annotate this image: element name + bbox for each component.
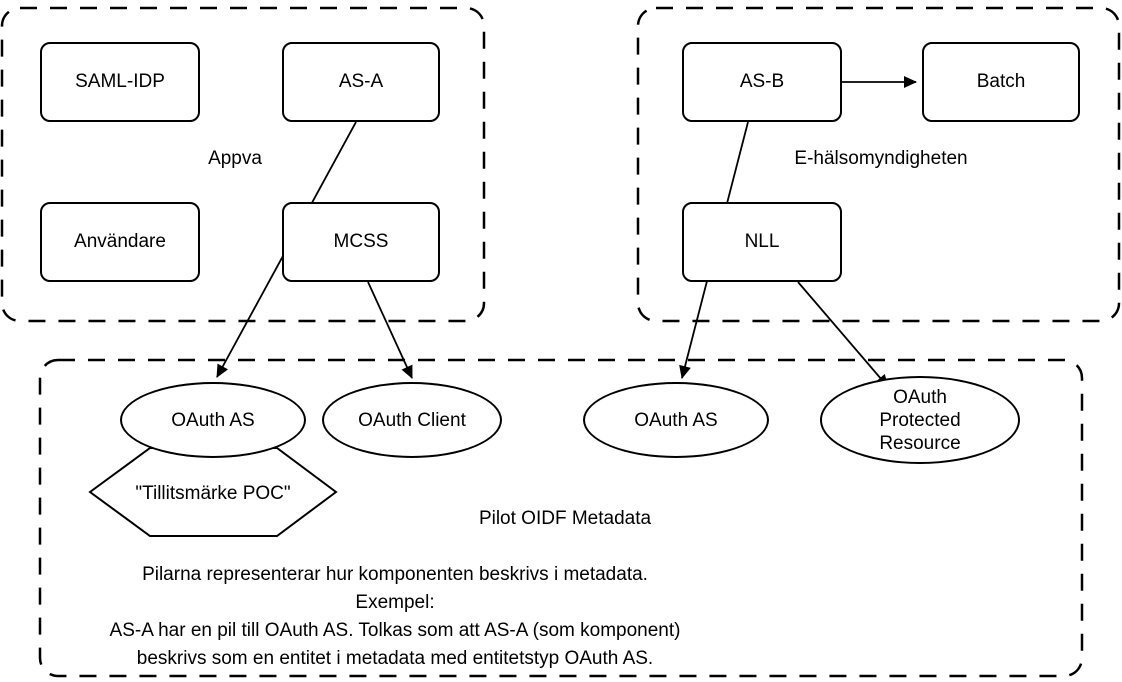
node-oauth-as-right: OAuth AS bbox=[583, 382, 769, 458]
edge-nll-to-protectedresource bbox=[797, 281, 889, 388]
node-oauth-protected-resource-label: OAuth Protected Resource bbox=[879, 386, 961, 454]
node-saml-idp: SAML-IDP bbox=[40, 42, 200, 122]
group-ehalsomyndigheten-label: E-hälsomyndigheten bbox=[794, 148, 968, 169]
group-ehalsomyndigheten-border bbox=[636, 6, 1121, 323]
group-appva-label: Appva bbox=[208, 148, 262, 169]
node-nll: NLL bbox=[682, 202, 842, 282]
group-pilot-oidf-label: Pilot OIDF Metadata bbox=[478, 508, 652, 529]
node-batch: Batch bbox=[922, 42, 1080, 122]
group-appva-border bbox=[0, 6, 486, 323]
node-mcss: MCSS bbox=[282, 202, 440, 282]
node-oauth-as-left: OAuth AS bbox=[120, 382, 306, 458]
node-as-b: AS-B bbox=[682, 42, 842, 122]
node-tillitsmarke-label: "Tillitsmärke POC" bbox=[135, 483, 291, 504]
node-anvandare: Användare bbox=[40, 202, 200, 282]
node-oauth-protected-resource: OAuth Protected Resource bbox=[820, 376, 1020, 464]
node-oauth-client: OAuth Client bbox=[322, 382, 502, 458]
node-as-a: AS-A bbox=[282, 42, 440, 122]
group-pilot-oidf-border bbox=[38, 358, 1084, 678]
edge-mcss-to-oauthclient bbox=[367, 281, 413, 379]
diagram-note: Pilarna representerar hur komponenten be… bbox=[109, 564, 681, 669]
